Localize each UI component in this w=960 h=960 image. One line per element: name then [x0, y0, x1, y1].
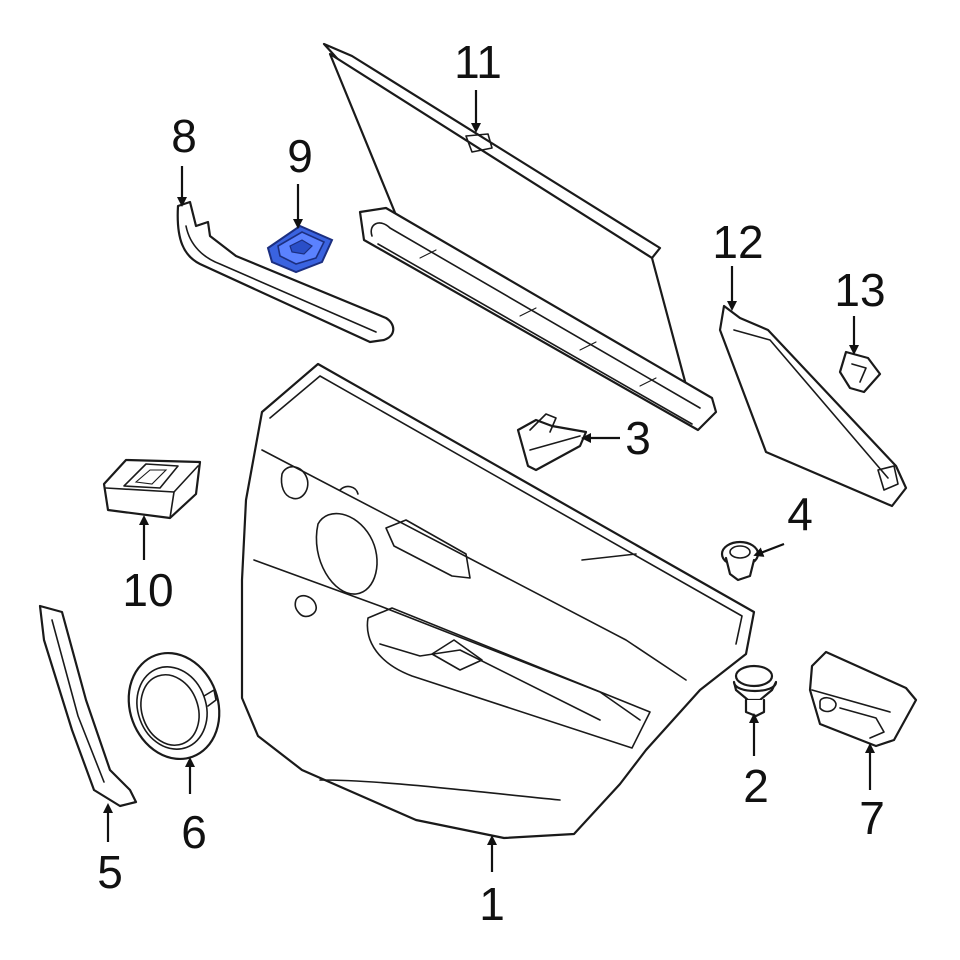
callout-label-13: 13: [834, 264, 885, 316]
small-clip-cover-part[interactable]: [838, 350, 882, 394]
leader-4: [753, 542, 785, 557]
callout-label-5: 5: [97, 846, 123, 898]
callout-label-8: 8: [171, 110, 197, 162]
pillar-trim-strip-part[interactable]: [38, 604, 138, 808]
callout-label-7: 7: [859, 792, 885, 844]
sunshade-roller-blind-part[interactable]: [322, 42, 718, 432]
door-trim-panel-part[interactable]: [240, 362, 756, 840]
callout-label-1: 1: [479, 878, 505, 930]
speaker-cover-part[interactable]: [114, 640, 234, 772]
callout-label-3: 3: [625, 412, 651, 464]
door-pull-handle-cover-part[interactable]: [808, 650, 918, 748]
round-grommet-part[interactable]: [720, 540, 760, 582]
window-switch-part[interactable]: [102, 458, 202, 520]
mounting-bracket-part[interactable]: [516, 413, 588, 472]
callout-labels: 1 2 3 4 5 6 7 8 9 10 11 12 13: [97, 36, 885, 930]
callout-label-6: 6: [181, 806, 207, 858]
callout-leaders: [103, 90, 875, 872]
callout-label-4: 4: [787, 488, 813, 540]
trim-panel-clip-part[interactable]: [732, 664, 778, 718]
callout-label-9: 9: [287, 130, 313, 182]
highlighted-switch-cap-part[interactable]: [266, 224, 334, 274]
armrest-trim-strip-part[interactable]: [176, 200, 395, 344]
callout-label-11: 11: [454, 36, 502, 88]
callout-label-10: 10: [122, 564, 173, 616]
callout-label-2: 2: [743, 760, 769, 812]
upper-trim-cover-part[interactable]: [718, 304, 908, 508]
callout-label-12: 12: [712, 216, 763, 268]
